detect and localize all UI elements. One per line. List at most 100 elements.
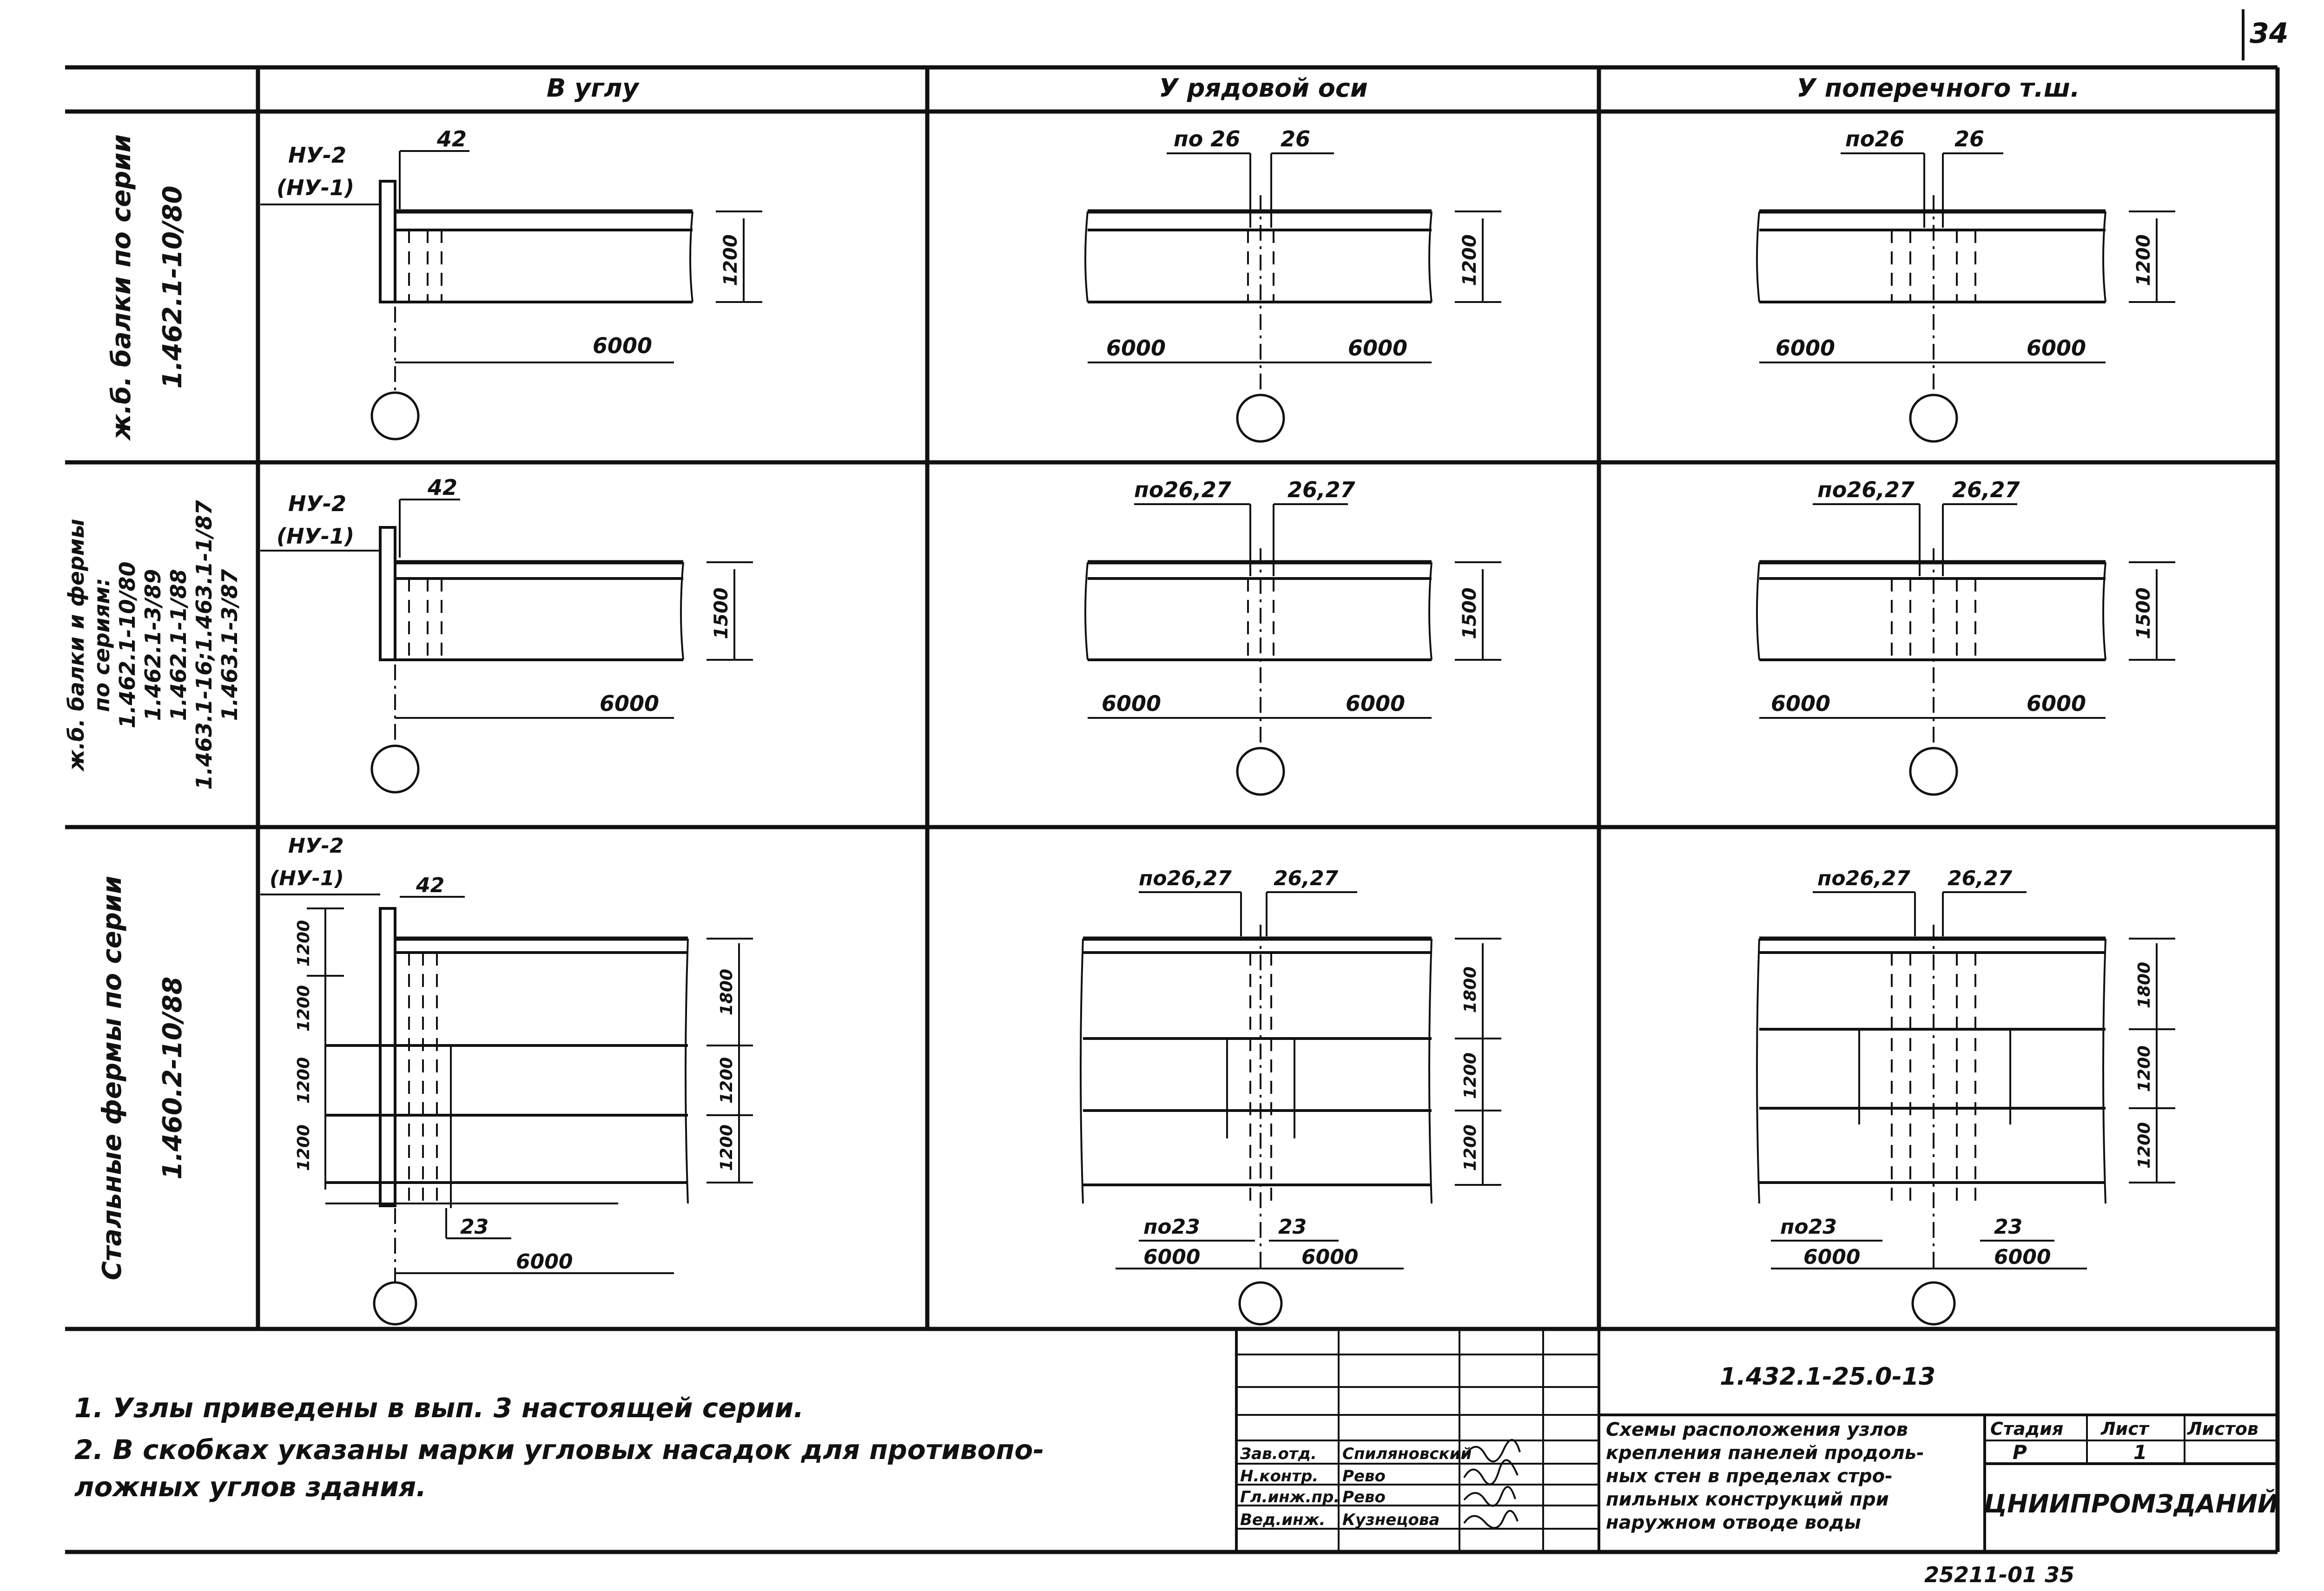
svg-text:по26: по26 [1845,126,1904,151]
svg-text:6000: 6000 [1102,691,1161,716]
stage-value: Р [2013,1441,2027,1464]
svg-text:6000: 6000 [1348,335,1407,361]
svg-text:26,27: 26,27 [1274,867,1339,890]
svg-text:26: 26 [1954,126,1984,151]
svg-text:(НУ-1): (НУ-1) [277,175,354,200]
svg-text:6000: 6000 [1143,1245,1200,1269]
svg-text:1200: 1200 [2135,1045,2154,1092]
note-3: ложных углов здания. [74,1471,426,1503]
sheet-description-line-3: ных стен в пределах стро- [1606,1466,1893,1487]
row-label-3: Стальные фермы по серии 1.460.2-10/88 [97,876,188,1281]
signature-name-2: Рево [1342,1467,1386,1486]
detail-r2-corner: НУ-2 (НУ-1) 42 6000 1500 [260,475,753,794]
sheet-description-line-2: крепления панелей продоль- [1606,1442,1924,1464]
svg-text:1.462.1-1/88: 1.462.1-1/88 [166,569,191,721]
svg-text:ж.б. балки и фермы: ж.б. балки и фермы [64,519,89,772]
organization-name: ЦНИИПРОМЗДАНИЙ [1984,1489,2278,1519]
svg-text:42: 42 [436,126,467,151]
signature-name-4: Кузнецова [1342,1511,1439,1529]
svg-text:6000: 6000 [600,691,659,716]
svg-text:42: 42 [427,475,457,500]
detail-r1-transverse-joint: по26 26 6000 6000 1200 [1756,126,2175,443]
sheets-header: Листов [2187,1419,2258,1439]
svg-text:по26,27: по26,27 [1817,867,1910,890]
svg-text:по23: по23 [1143,1215,1200,1239]
detail-r3-transverse-joint: по26,27 26,27 по23 23 6000 6000 1800 120… [1756,867,2175,1326]
svg-text:по26,27: по26,27 [1134,477,1231,502]
svg-text:1200: 1200 [294,985,313,1032]
svg-text:1.462.1-10/80: 1.462.1-10/80 [115,562,140,729]
svg-text:1800: 1800 [1461,966,1480,1013]
svg-text:ж.б. балки по серии: ж.б. балки по серии [106,134,137,441]
detail-r2-ordinary-axis: по26,27 26,27 6000 6000 1500 [1084,477,1501,796]
svg-text:1200: 1200 [294,1057,313,1104]
svg-text:6000: 6000 [1776,335,1835,361]
signature-role-3: Гл.инж.пр. [1240,1488,1340,1506]
svg-text:6000: 6000 [1994,1245,2051,1269]
svg-text:6000: 6000 [1106,335,1166,361]
svg-text:(НУ-1): (НУ-1) [270,867,344,890]
svg-text:1200: 1200 [2135,1122,2154,1169]
svg-text:6000: 6000 [2027,691,2086,716]
svg-text:42: 42 [416,874,444,897]
page-number: 34 [2250,17,2289,50]
detail-r1-ordinary-axis: по 26 26 6000 6000 1200 [1084,126,1501,443]
svg-text:1500: 1500 [1459,587,1480,639]
main-frame [65,65,2280,1554]
svg-text:26,27: 26,27 [1952,477,2020,502]
svg-text:6000: 6000 [2027,335,2086,361]
title-block [1235,1329,2278,1552]
svg-text:НУ-2: НУ-2 [288,834,344,858]
stage-header: Стадия [1990,1419,2063,1439]
svg-text:(НУ-1): (НУ-1) [277,524,354,549]
svg-text:по 26: по 26 [1174,126,1240,151]
svg-text:6000: 6000 [1346,691,1405,716]
signature-role-2: Н.контр. [1240,1467,1318,1486]
detail-r1-corner: НУ-2 (НУ-1) 42 6000 1200 [260,126,762,440]
svg-text:1500: 1500 [2133,587,2154,639]
sheet-value: 1 [2133,1441,2147,1464]
svg-text:1200: 1200 [1461,1052,1480,1099]
svg-text:1.463.1-16;1.463.1-1/87: 1.463.1-16;1.463.1-1/87 [191,500,217,789]
svg-text:НУ-2: НУ-2 [288,143,346,168]
svg-text:1800: 1800 [717,969,736,1015]
svg-text:по26,27: по26,27 [1817,477,1915,502]
svg-text:1200: 1200 [717,1124,736,1171]
svg-text:Стальные фермы по серии: Стальные фермы по серии [97,876,127,1281]
svg-text:по26,27: по26,27 [1139,867,1232,890]
row-label-2: ж.б. балки и фермы по сериям: 1.462.1-10… [64,500,242,789]
handwritten-signatures [1463,1439,1521,1529]
svg-text:1200: 1200 [1461,1124,1480,1171]
column-header-transverse-joint: У поперечного т.ш. [1796,73,2080,103]
document-code: 1.432.1-25.0-13 [1720,1363,1935,1391]
footer-code: 25211-01 35 [1924,1562,2074,1587]
signature-name-1: Спиляновский [1342,1445,1472,1463]
signature-name-3: Рево [1342,1488,1386,1506]
svg-text:1.462.1-3/89: 1.462.1-3/89 [140,569,165,721]
row-label-1: ж.б. балки по серии 1.462.1-10/80 [106,134,188,441]
svg-text:по23: по23 [1780,1215,1837,1239]
svg-text:23: 23 [1278,1215,1307,1239]
svg-text:6000: 6000 [1301,1245,1358,1269]
svg-text:по сериям:: по сериям: [89,578,114,712]
detail-r3-ordinary-axis: по26,27 26,27 по23 23 6000 6000 1800 120… [1080,867,1501,1326]
svg-text:26: 26 [1281,126,1310,151]
svg-text:1.463.1-3/87: 1.463.1-3/87 [217,569,242,721]
svg-text:23: 23 [460,1215,489,1239]
signature-role-4: Вед.инж. [1240,1511,1325,1529]
signature-role-1: Зав.отд. [1240,1445,1317,1463]
svg-text:НУ-2: НУ-2 [288,491,346,516]
note-1: 1. Узлы приведены в вып. 3 настоящей сер… [74,1392,804,1424]
note-2: 2. В скобках указаны марки угловых насад… [74,1434,1044,1466]
svg-text:1200: 1200 [294,1124,313,1171]
column-header-corner: В углу [547,73,640,103]
svg-text:1200: 1200 [294,920,313,966]
svg-text:1200: 1200 [717,1057,736,1104]
svg-text:26,27: 26,27 [1287,477,1355,502]
sheet-header: Лист [2100,1419,2150,1439]
sheet-description-line-4: пильных конструкций при [1606,1489,1889,1510]
svg-text:26,27: 26,27 [1948,867,2013,890]
svg-text:6000: 6000 [1771,691,1830,716]
svg-text:23: 23 [1994,1215,2022,1239]
